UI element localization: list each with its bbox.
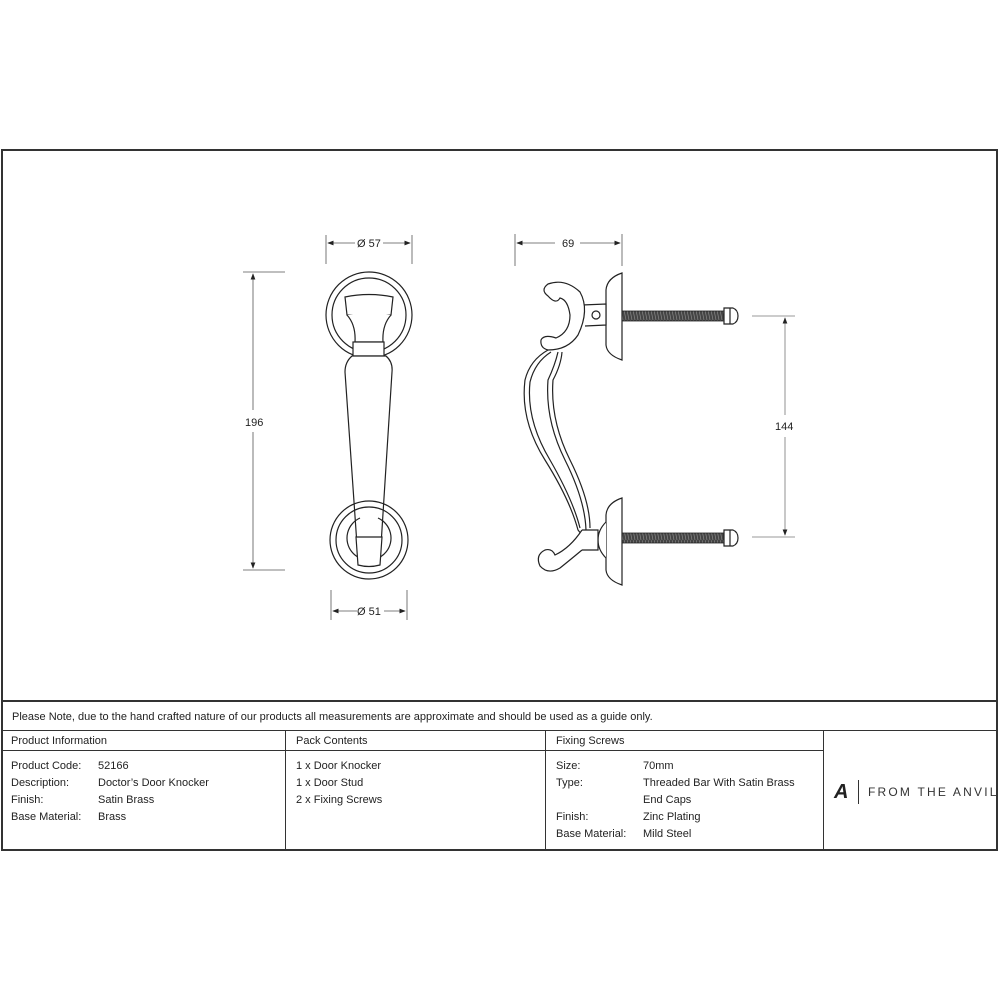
pack-item: 1 x Door Stud	[296, 777, 364, 789]
logo-divider	[858, 780, 859, 804]
spec-value: Mild Steel	[643, 828, 692, 840]
measurement-note: Please Note, due to the hand crafted nat…	[1, 700, 998, 731]
spec-value: Brass	[98, 811, 127, 823]
spec-row: Finish: Zinc Plating	[556, 809, 823, 826]
pack-item: 2 x Fixing Screws	[296, 794, 383, 806]
section-header: Fixing Screws	[546, 731, 823, 751]
fixing-screws-section: Fixing Screws Size: 70mm Type: Threaded Ba…	[546, 731, 824, 850]
brand-name: FROM THE ANVIL	[868, 785, 999, 799]
front-view	[243, 235, 413, 620]
spec-value: Threaded Bar With Satin Brass	[643, 777, 795, 789]
spec-row: Base Material: Brass	[11, 809, 285, 826]
spec-label: Description:	[11, 777, 70, 789]
spec-value: Zinc Plating	[643, 811, 701, 823]
spec-label: Finish:	[556, 811, 589, 823]
spec-row: End Caps	[556, 792, 823, 809]
dim-bottom-rose-diameter: Ø 51	[357, 606, 381, 618]
spec-label	[556, 792, 643, 809]
spec-label: Type:	[556, 777, 583, 789]
spec-label: Size:	[556, 760, 581, 772]
product-information-section: Product Information Product Code: 52166 D…	[1, 731, 286, 850]
dim-top-rose-diameter: Ø 57	[357, 238, 381, 250]
spec-row: Description: Doctor’s Door Knocker	[11, 775, 285, 792]
section-header: Pack Contents	[286, 731, 545, 751]
spec-label: Finish:	[11, 794, 44, 806]
spec-label: Product Code:	[11, 760, 82, 772]
brand-logo: A FROM THE ANVIL	[834, 780, 999, 804]
spec-row: Size: 70mm	[556, 758, 823, 775]
section-header: Product Information	[1, 731, 285, 751]
spec-row: Base Material: Mild Steel	[556, 826, 823, 843]
spec-row: Finish: Satin Brass	[11, 792, 285, 809]
dim-overall-height: 196	[245, 417, 263, 429]
pack-item: 1 x Door Knocker	[296, 760, 381, 772]
spec-value: Satin Brass	[98, 794, 155, 806]
spec-value: 70mm	[643, 760, 674, 772]
dim-fixing-centres: 144	[775, 421, 793, 433]
pack-contents-section: Pack Contents 1 x Door Knocker 1 x Door …	[286, 731, 546, 850]
drawing-sheet-border	[1, 149, 998, 851]
spec-value: 52166	[98, 760, 129, 772]
dim-projection: 69	[562, 238, 574, 250]
spec-row: Product Code: 52166	[11, 758, 285, 775]
anvil-logo-icon: A	[834, 780, 849, 803]
spec-value: Doctor’s Door Knocker	[98, 777, 209, 789]
spec-value: End Caps	[643, 794, 692, 806]
spec-label: Base Material:	[556, 828, 627, 840]
spec-label: Base Material:	[11, 811, 82, 823]
spec-row: Type: Threaded Bar With Satin Brass	[556, 775, 823, 792]
side-view	[514, 234, 795, 586]
spec-table: Product Information Product Code: 52166 D…	[1, 730, 998, 851]
